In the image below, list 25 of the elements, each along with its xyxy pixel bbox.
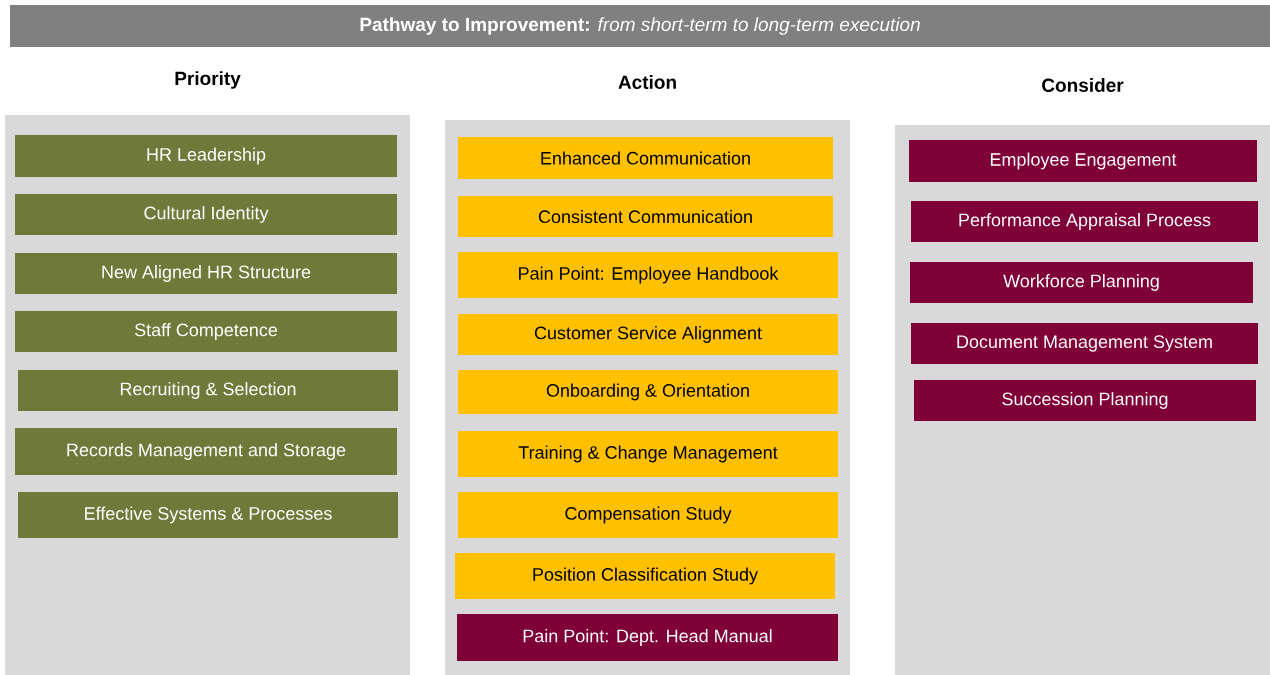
topic-box: Pain Point: Dept. Head Manual: [457, 614, 838, 661]
topic-box: Succession Planning: [914, 380, 1256, 421]
topic-box: Onboarding & Orientation: [458, 370, 838, 414]
topic-box: HR Leadership: [15, 135, 397, 177]
topic-box: Records Management and Storage: [15, 428, 397, 475]
topic-box: Effective Systems & Processes: [18, 492, 398, 538]
topic-box: Recruiting & Selection: [18, 370, 398, 411]
column-heading: Consider: [1042, 78, 1124, 92]
topic-box: Compensation Study: [458, 492, 838, 538]
topic-box: Enhanced Communication: [458, 137, 833, 179]
topic-box: Staff Competence: [15, 311, 397, 352]
topic-box: Workforce Planning: [910, 262, 1253, 303]
topic-box: Consistent Communication: [458, 196, 833, 237]
topic-box: Performance Appraisal Process: [911, 201, 1258, 242]
title-bar: Pathway to Improvement: from short-term to long-term execution: [10, 5, 1270, 47]
topic-box: New Aligned HR Structure: [15, 253, 397, 294]
topic-box: Employee Engagement: [909, 140, 1257, 182]
column-heading: Action: [618, 75, 676, 89]
topic-box: Cultural Identity: [15, 194, 397, 235]
column-heading: Priority: [175, 71, 241, 89]
topic-box: Training & Change Management: [458, 431, 838, 477]
topic-box: Position Classification Study: [455, 553, 835, 599]
topic-box: Document Management System: [911, 323, 1258, 364]
topic-box: Customer Service Alignment: [458, 314, 838, 355]
topic-box: Pain Point: Employee Handbook: [458, 252, 838, 298]
